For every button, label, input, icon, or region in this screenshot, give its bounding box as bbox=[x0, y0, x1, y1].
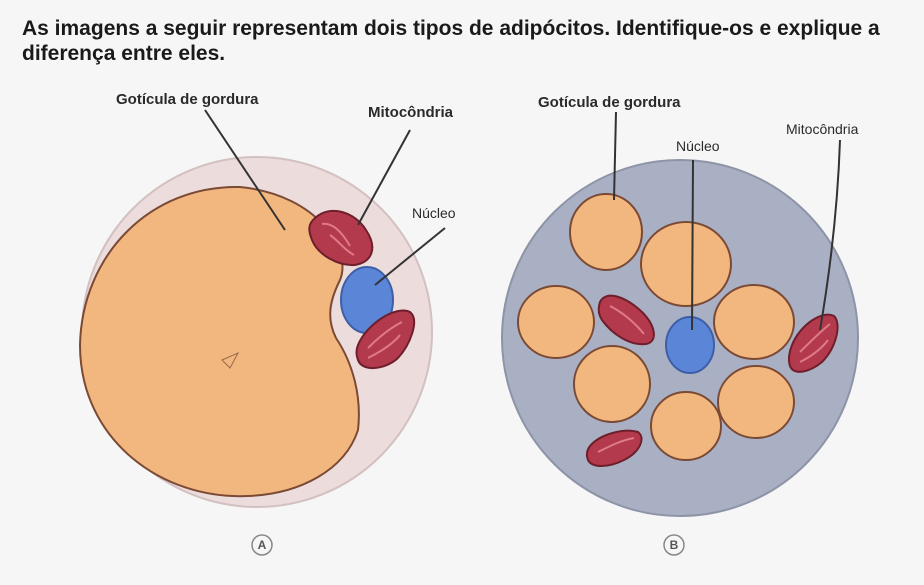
cell-b-nucleus bbox=[665, 316, 715, 374]
question-text: As imagens a seguir representam dois tip… bbox=[22, 17, 880, 65]
cell-b-nucleus-label: Núcleo bbox=[676, 138, 720, 154]
cell-b-mitochondria-label: Mitocôndria bbox=[786, 121, 859, 137]
cell-a-marker-label: A bbox=[258, 538, 267, 552]
cell-b-lipid-droplet bbox=[717, 365, 795, 439]
cell-b-lipid-droplet bbox=[713, 284, 795, 360]
cell-a-mitochondrion-2 bbox=[355, 309, 416, 369]
cell-a-mitochondrion-1 bbox=[308, 209, 374, 267]
cell-b-marker-label: B bbox=[670, 538, 679, 552]
cell-b-lipid-droplet bbox=[640, 221, 732, 307]
cell-b-mitochondrion-3 bbox=[585, 429, 643, 467]
cell-b-mitochondrion-1 bbox=[597, 294, 655, 346]
cell-b: Gotícula de gordura Núcleo Mitocôndria B bbox=[501, 94, 859, 556]
cell-a: Gotícula de gordura Mitocôndria Núcleo A bbox=[78, 91, 456, 556]
cell-b-lipid-droplet bbox=[569, 193, 643, 271]
cell-b-lipid-droplet bbox=[573, 345, 651, 423]
cell-b-droplet-leader bbox=[613, 111, 617, 201]
cell-a-droplet-leader bbox=[204, 109, 286, 231]
cell-a-mitochondria-label: Mitocôndria bbox=[368, 104, 454, 121]
cell-a-nucleus-label: Núcleo bbox=[412, 205, 456, 221]
cell-a-droplet-label: Gotícula de gordura bbox=[116, 91, 259, 108]
cell-b-lipid-droplet bbox=[650, 391, 722, 461]
cell-b-lipid-droplet bbox=[517, 285, 595, 359]
cell-b-nucleus-leader bbox=[691, 159, 694, 331]
cell-b-marker bbox=[663, 534, 685, 556]
cell-a-mitochondria-leader bbox=[357, 129, 411, 226]
cell-b-lipid-droplets bbox=[517, 193, 795, 461]
cell-a-lipid-droplet bbox=[78, 185, 360, 498]
cell-b-droplet-label: Gotícula de gordura bbox=[538, 94, 681, 111]
cell-a-nucleus-leader bbox=[374, 227, 446, 286]
cell-b-mitochondria-leader bbox=[819, 139, 841, 331]
cell-a-marker bbox=[251, 534, 273, 556]
